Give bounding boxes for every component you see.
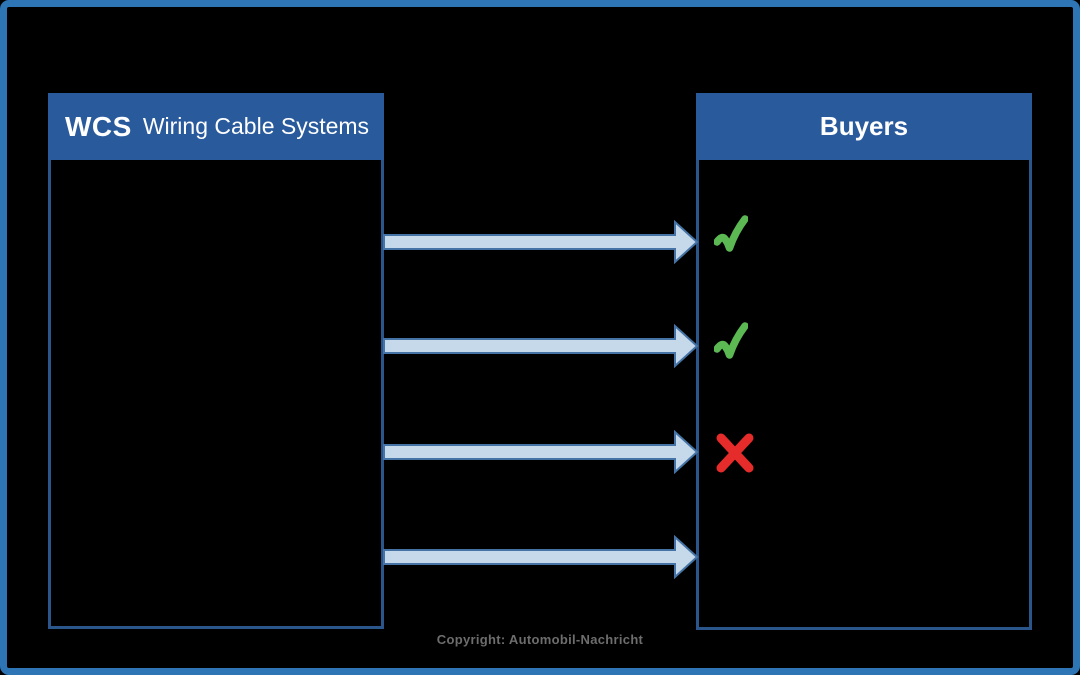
flow-arrow-1 [383, 220, 699, 264]
cross-icon [716, 433, 754, 473]
buyers-box-body [696, 160, 1032, 630]
flow-arrow-2 [383, 324, 699, 368]
buyers-title: Buyers [819, 111, 909, 141]
arrow-right-icon [383, 324, 699, 368]
wcs-title-abbr: WCS [65, 110, 132, 142]
arrow-right-icon [383, 430, 699, 474]
wcs-box-header: WCS Wiring Cable Systems [48, 93, 384, 160]
buyers-box: Buyers [696, 93, 1032, 630]
buyers-box-header: Buyers [696, 93, 1032, 160]
flow-arrow-4 [383, 535, 699, 579]
arrow-right-icon [383, 535, 699, 579]
copyright-text: Copyright: Automobil-Nachricht [436, 632, 644, 647]
arrow-right-icon [383, 220, 699, 264]
wcs-box-body [48, 160, 384, 629]
wcs-box: WCS Wiring Cable Systems [48, 93, 384, 629]
check-icon [714, 215, 748, 252]
wcs-title-rest: Wiring Cable Systems [142, 113, 370, 139]
check-icon [714, 322, 748, 359]
flow-arrow-3 [383, 430, 699, 474]
